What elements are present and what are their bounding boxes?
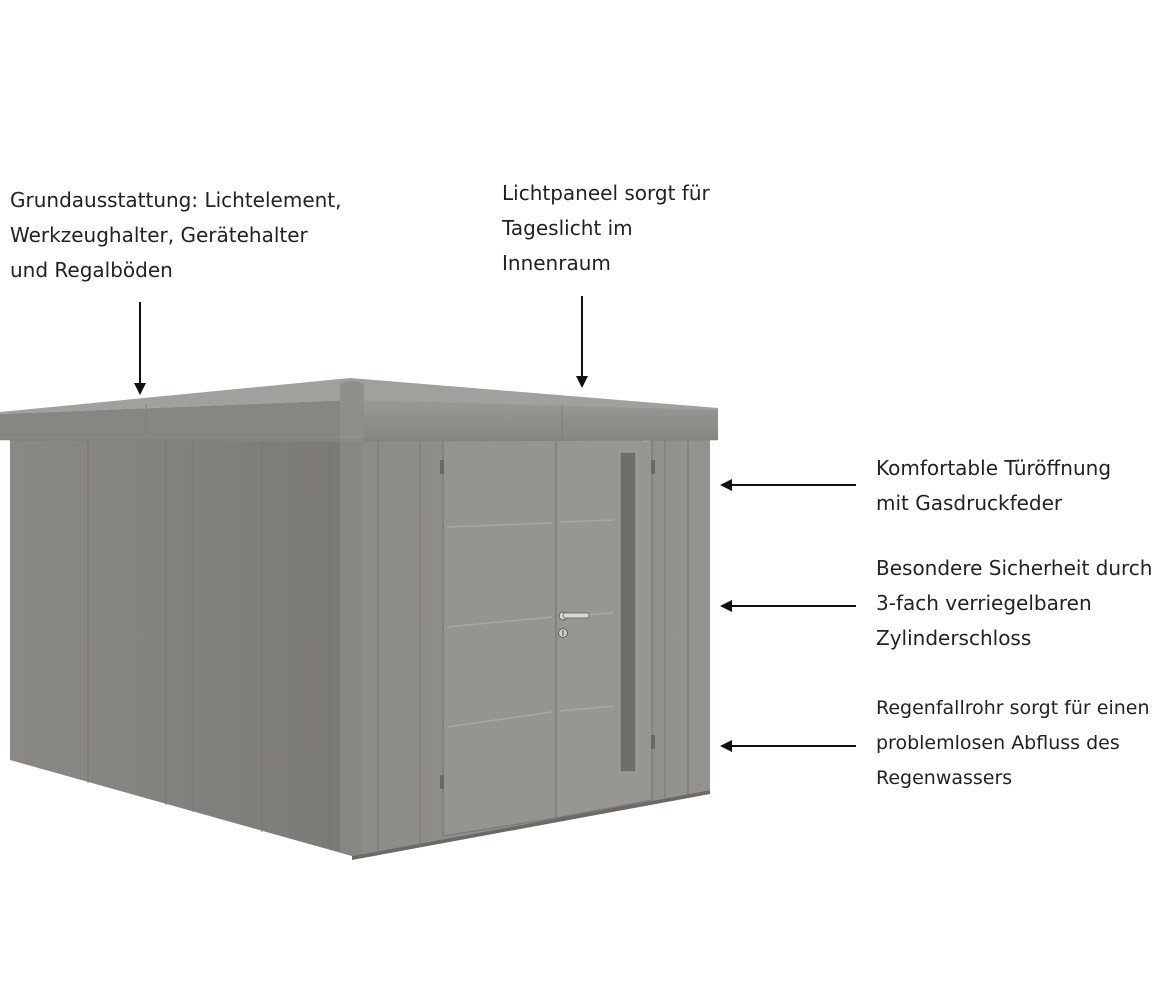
annotation-line: Regenfallrohr sorgt für einen xyxy=(876,697,1150,719)
annotation-line: 3-fach verriegelbaren xyxy=(876,591,1092,615)
front-panel-lines xyxy=(377,418,689,851)
door-handle-icon xyxy=(558,611,590,621)
hinges xyxy=(440,460,655,789)
annotation-line: Komfortable Türöffnung xyxy=(876,456,1112,480)
left-door xyxy=(442,417,557,837)
cylinder-lock-icon xyxy=(558,628,568,638)
annotation-line: Tageslicht im xyxy=(502,216,633,240)
roof-fascia-front xyxy=(352,400,718,442)
arrow-icon xyxy=(134,296,856,752)
shed-side-wall xyxy=(10,418,352,856)
shed-corner xyxy=(340,418,362,858)
annotation-line: Innenraum xyxy=(502,251,611,275)
double-door xyxy=(440,417,655,837)
door-window xyxy=(619,451,637,773)
annotation-equipment: Grundausstattung: Lichtelement, Werkzeug… xyxy=(10,183,342,288)
annotation-line: mit Gasdruckfeder xyxy=(876,491,1063,515)
annotation-door-opening: Komfortable Türöffnung mit Gasdruckfeder xyxy=(876,451,1111,521)
annotation-line: problemlosen Abfluss des xyxy=(876,732,1120,754)
annotation-line: Grundausstattung: Lichtelement, xyxy=(10,188,342,212)
annotation-security: Besondere Sicherheit durch 3-fach verrie… xyxy=(876,551,1152,656)
annotation-line: Werkzeughalter, Gerätehalter xyxy=(10,223,308,247)
annotation-line: und Regalböden xyxy=(10,258,173,282)
annotation-drainpipe: Regenfallrohr sorgt für einen problemlos… xyxy=(876,691,1150,796)
roof-fascia-side xyxy=(0,400,352,442)
annotation-light-panel: Lichtpaneel sorgt für Tageslicht im Inne… xyxy=(502,176,710,281)
side-wall-panel-lines xyxy=(87,420,331,850)
annotation-line: Besondere Sicherheit durch xyxy=(876,556,1153,580)
shed-base-shadow xyxy=(352,790,710,860)
annotation-line: Zylinderschloss xyxy=(876,626,1032,650)
annotation-line: Lichtpaneel sorgt für xyxy=(502,181,710,205)
annotation-line: Regenwassers xyxy=(876,767,1013,789)
shed-roof xyxy=(0,378,718,442)
